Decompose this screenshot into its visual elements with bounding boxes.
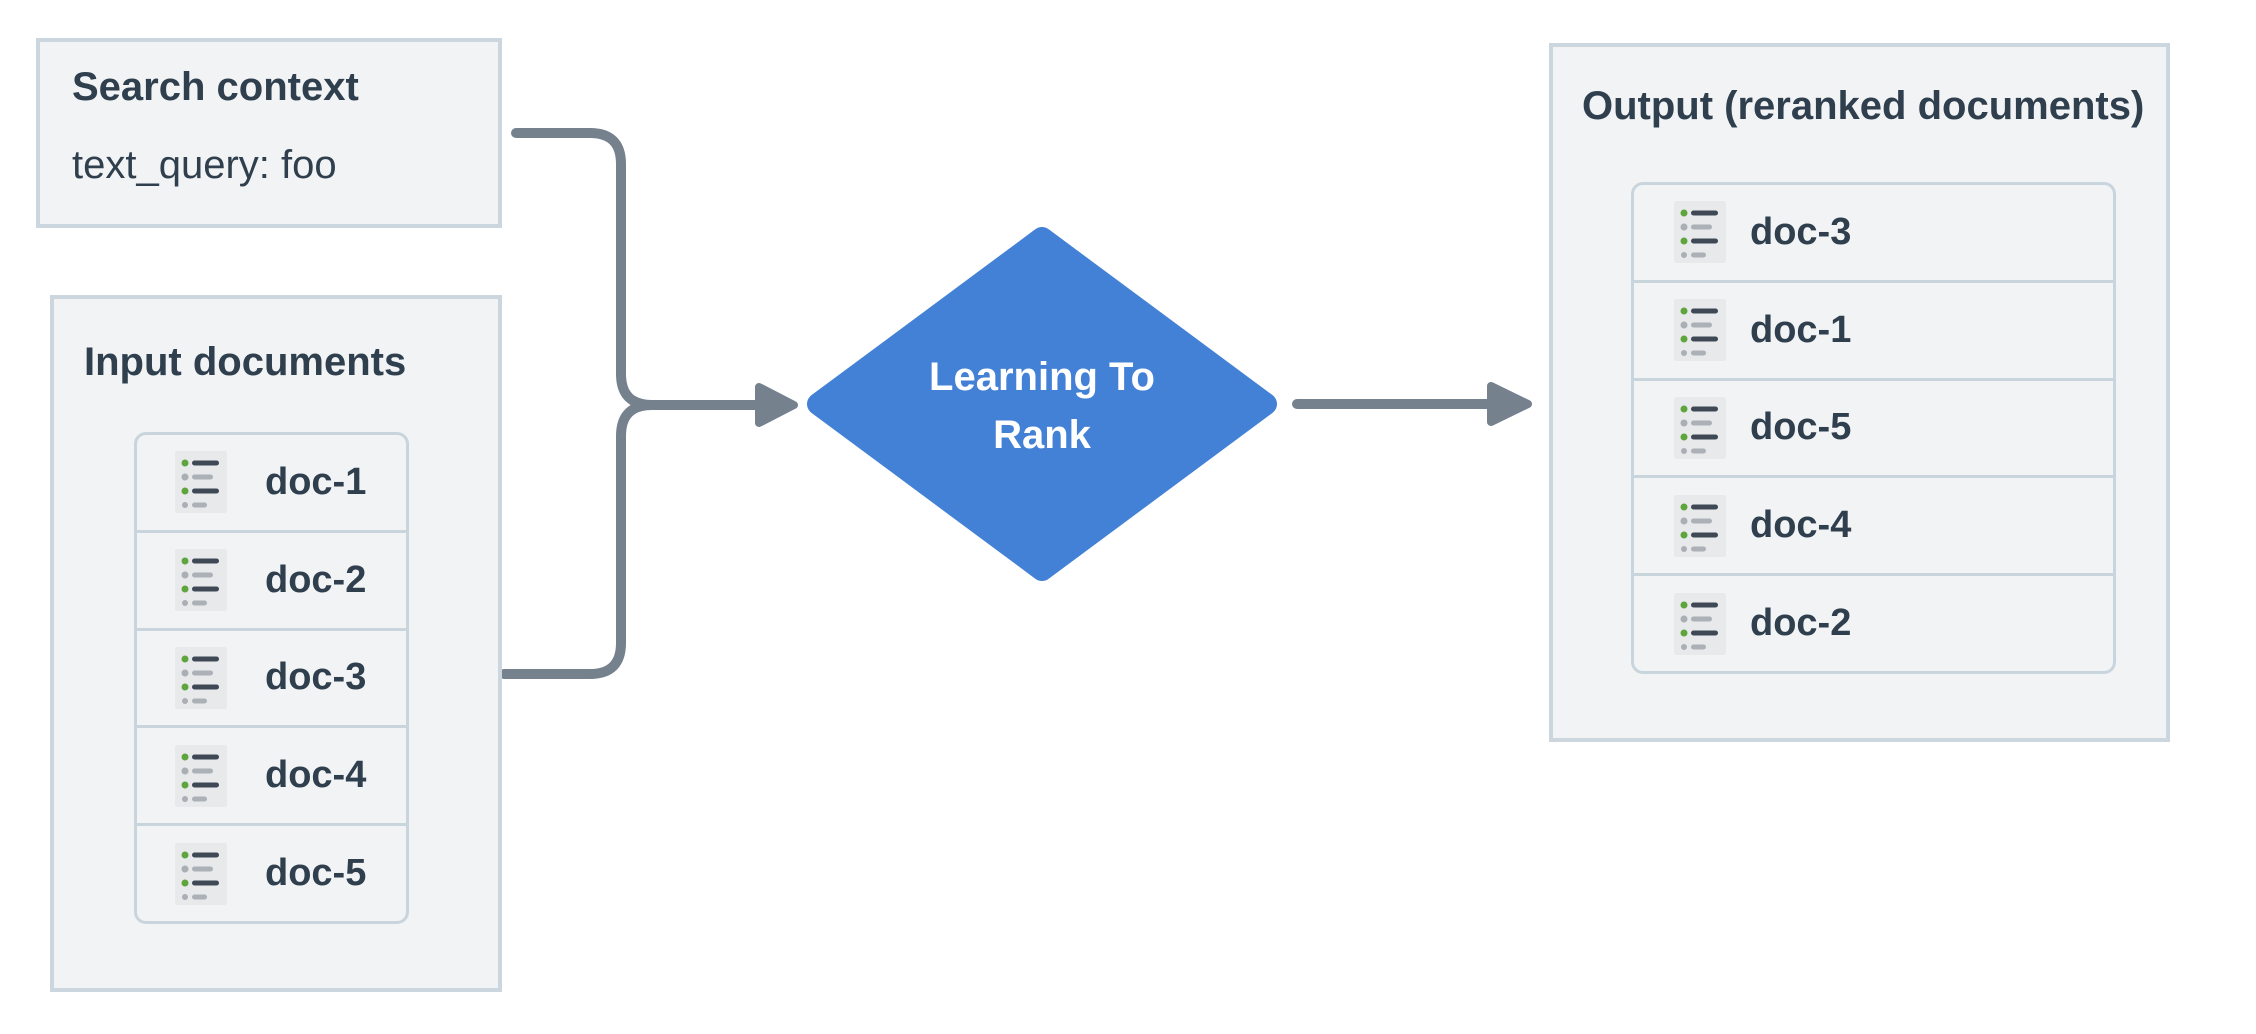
input-documents-list: doc-1 doc-2 doc-3	[134, 432, 409, 924]
output-documents-list: doc-3 doc-1 doc-5	[1631, 182, 2116, 674]
output-documents-title: Output (reranked documents)	[1582, 84, 2145, 128]
document-list-item: doc-5	[1634, 377, 2113, 476]
connector-from-search-context	[511, 128, 657, 410]
document-label: doc-3	[1750, 210, 1852, 253]
document-list-item: doc-5	[137, 823, 406, 921]
document-list-item: doc-4	[137, 725, 406, 823]
document-list-icon	[1674, 592, 1726, 655]
document-label: doc-2	[1750, 602, 1852, 645]
document-list-icon	[1674, 396, 1726, 459]
document-label: doc-3	[265, 656, 367, 699]
input-documents-panel: Input documents doc-1 doc-2	[50, 295, 502, 992]
document-list-item: doc-1	[1634, 279, 2113, 378]
document-list-item: doc-4	[1634, 475, 2113, 573]
search-context-query: text_query: foo	[72, 143, 337, 187]
search-context-title: Search context	[72, 65, 359, 109]
document-list-icon	[1674, 494, 1726, 557]
document-label: doc-2	[265, 558, 367, 601]
document-list-item: doc-1	[137, 435, 406, 530]
document-label: doc-1	[1750, 308, 1852, 351]
document-label: doc-5	[1750, 406, 1852, 449]
document-list-item: doc-2	[137, 529, 406, 628]
arrowhead-into-output	[1487, 382, 1532, 426]
document-list-icon	[175, 744, 227, 807]
document-label: doc-4	[1750, 504, 1852, 547]
output-documents-panel: Output (reranked documents) doc-3	[1549, 43, 2170, 742]
document-list-item: doc-2	[1634, 573, 2113, 671]
document-list-icon	[175, 451, 227, 514]
document-list-item: doc-3	[1634, 185, 2113, 280]
processor-label-line1: Learning To	[929, 355, 1155, 399]
document-label: doc-5	[265, 852, 367, 895]
document-list-icon	[1674, 299, 1726, 362]
processor-label: Learning To Rank	[842, 348, 1242, 464]
document-label: doc-1	[265, 460, 367, 503]
connector-from-input-documents	[499, 400, 657, 679]
document-list-item: doc-3	[137, 627, 406, 726]
document-list-icon	[1674, 201, 1726, 264]
search-context-panel: Search context text_query: foo	[36, 38, 502, 228]
input-documents-title: Input documents	[84, 340, 407, 384]
arrowhead-into-processor	[755, 383, 798, 427]
document-list-icon	[175, 842, 227, 905]
document-list-icon	[175, 549, 227, 612]
processor-label-line2: Rank	[993, 413, 1091, 457]
document-list-icon	[175, 646, 227, 709]
document-label: doc-4	[265, 754, 367, 797]
